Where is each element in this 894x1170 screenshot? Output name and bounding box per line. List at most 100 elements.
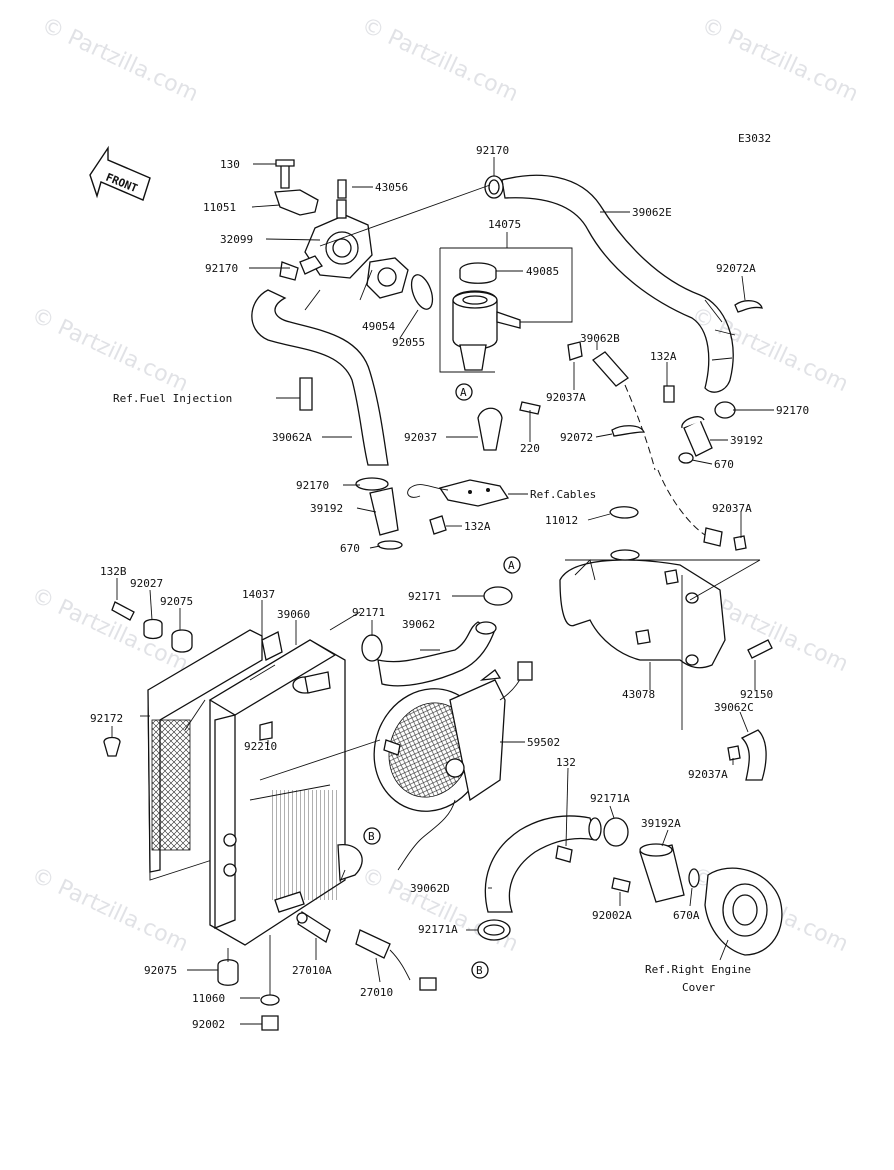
part-label: 27010A bbox=[292, 964, 332, 977]
part-label: 39062 bbox=[402, 618, 435, 631]
hose-39062b bbox=[592, 351, 706, 536]
part-label: 27010 bbox=[360, 986, 393, 999]
callout-b: B bbox=[471, 961, 489, 979]
ref-label: Cover bbox=[682, 981, 715, 994]
watermark: © Partzilla.com bbox=[697, 13, 861, 107]
thermostat-housing bbox=[274, 159, 434, 310]
part-label: 49085 bbox=[526, 265, 559, 278]
front-arrow-icon: FRONT bbox=[89, 145, 151, 201]
part-label: 39192 bbox=[310, 502, 343, 515]
part-label: 39062B bbox=[580, 332, 620, 345]
part-label: 59502 bbox=[527, 736, 560, 749]
watermark: © Partzilla.com bbox=[27, 303, 191, 397]
svg-text:B: B bbox=[476, 964, 483, 977]
clip-92037a-right bbox=[733, 535, 747, 551]
part-label: 132A bbox=[650, 350, 677, 363]
hose-39062d bbox=[484, 815, 602, 913]
leader-lines bbox=[111, 157, 774, 1025]
grommet-92075-lower bbox=[217, 959, 239, 986]
grommet-92075 bbox=[171, 629, 193, 653]
part-label: 92037A bbox=[712, 502, 752, 515]
washer-11060 bbox=[260, 994, 280, 1006]
radiator-shroud-14037 bbox=[147, 629, 263, 881]
bolt-220 bbox=[519, 401, 541, 415]
sensor-27010a bbox=[296, 911, 331, 943]
fan-59502 bbox=[373, 661, 533, 871]
watermark: © Partzilla.com bbox=[357, 13, 521, 107]
part-label: 92037A bbox=[546, 391, 586, 404]
part-label: 220 bbox=[520, 442, 540, 455]
part-label: 32099 bbox=[220, 233, 253, 246]
part-label: 92170 bbox=[776, 404, 809, 417]
svg-text:A: A bbox=[508, 559, 515, 572]
clamp-92170 bbox=[484, 175, 504, 199]
bolt-92172 bbox=[103, 736, 121, 757]
part-label: 92037A bbox=[688, 768, 728, 781]
part-label: 43056 bbox=[375, 181, 408, 194]
part-label: 43078 bbox=[622, 688, 655, 701]
watermark: © Partzilla.com bbox=[37, 13, 201, 107]
part-label: 92170 bbox=[476, 144, 509, 157]
clip-92037a-top bbox=[567, 341, 583, 361]
clamp-92171a bbox=[603, 817, 629, 847]
switch-27010 bbox=[355, 929, 437, 991]
part-label: 92150 bbox=[740, 688, 773, 701]
svg-text:B: B bbox=[368, 830, 375, 843]
filler-neck-14075 bbox=[452, 262, 521, 371]
part-label: 14075 bbox=[488, 218, 521, 231]
bolt-132b bbox=[111, 601, 135, 621]
part-label: 130 bbox=[220, 158, 240, 171]
part-label: 11012 bbox=[545, 514, 578, 527]
part-label: 670A bbox=[673, 909, 700, 922]
part-label: 92171 bbox=[408, 590, 441, 603]
fitting-39192-lower bbox=[355, 477, 447, 550]
callout-a: A bbox=[455, 383, 473, 401]
part-label: 92037 bbox=[404, 431, 437, 444]
part-label: 39192A bbox=[641, 817, 681, 830]
hose-39062 bbox=[361, 586, 513, 687]
engine-cover bbox=[704, 867, 783, 956]
watermark: © Partzilla.com bbox=[27, 863, 191, 957]
part-label: 92072 bbox=[560, 431, 593, 444]
part-label: 92171A bbox=[418, 923, 458, 936]
part-label: 92170 bbox=[205, 262, 238, 275]
part-label: 92171A bbox=[590, 792, 630, 805]
svg-text:A: A bbox=[460, 386, 467, 399]
part-label: 14037 bbox=[242, 588, 275, 601]
bolt-132 bbox=[555, 845, 573, 863]
part-labels: 130 43056 11051 32099 92170 92170 14075 … bbox=[90, 144, 809, 1031]
bolt-92002 bbox=[261, 1015, 279, 1031]
part-label: 92171 bbox=[352, 606, 385, 619]
part-label: 132A bbox=[464, 520, 491, 533]
hose-39062c bbox=[727, 729, 767, 781]
part-label: 92002A bbox=[592, 909, 632, 922]
hose-stub-right bbox=[703, 527, 723, 547]
clamp-92072a bbox=[734, 300, 763, 313]
part-label: 92172 bbox=[90, 712, 123, 725]
ref-label: Ref.Right Engine bbox=[645, 963, 751, 976]
ref-label: Ref.Cables bbox=[530, 488, 596, 501]
part-label: 92210 bbox=[244, 740, 277, 753]
hose-39062e bbox=[501, 174, 736, 393]
part-label: 39062A bbox=[272, 431, 312, 444]
part-label: 132B bbox=[100, 565, 127, 578]
part-label: 49054 bbox=[362, 320, 395, 333]
fitting-39192-upper bbox=[663, 385, 736, 464]
ref-label: Ref.Fuel Injection bbox=[113, 392, 232, 405]
diagram-code: E3032 bbox=[738, 132, 771, 145]
part-label: 92170 bbox=[296, 479, 329, 492]
part-label: 92027 bbox=[130, 577, 163, 590]
part-label: 92075 bbox=[160, 595, 193, 608]
part-label: 670 bbox=[714, 458, 734, 471]
part-label: 39192 bbox=[730, 434, 763, 447]
part-label: 11060 bbox=[192, 992, 225, 1005]
part-label: 39062C bbox=[714, 701, 754, 714]
collar-92027 bbox=[143, 618, 163, 640]
part-label: 92002 bbox=[192, 1018, 225, 1031]
part-label: 670 bbox=[340, 542, 360, 555]
part-label: 39060 bbox=[277, 608, 310, 621]
radiator-39060 bbox=[208, 631, 363, 946]
part-label: 132 bbox=[556, 756, 576, 769]
part-label: 39062E bbox=[632, 206, 672, 219]
